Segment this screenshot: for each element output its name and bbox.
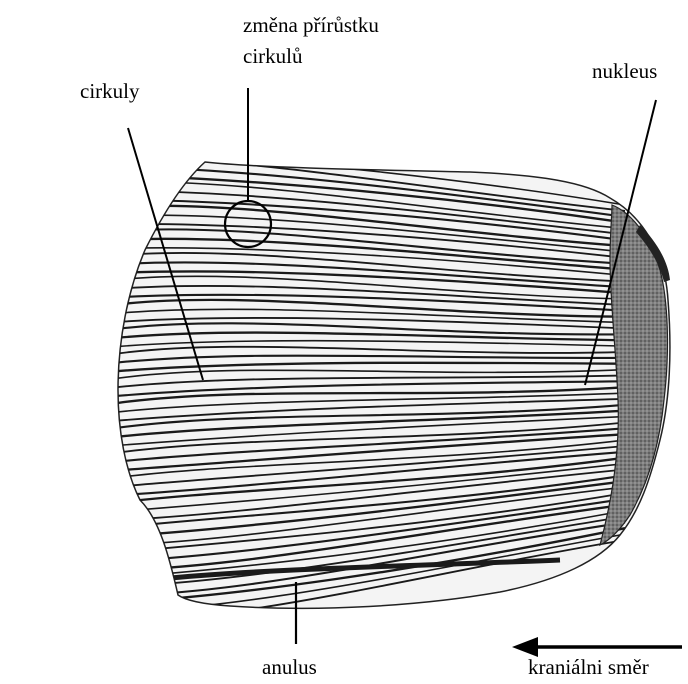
circuli-label: cirkuly (80, 78, 139, 104)
increment-change-label-line2: cirkulů (243, 43, 302, 69)
annulus-label: anulus (262, 654, 317, 680)
increment-change-label-line1: změna přírůstku (243, 12, 379, 38)
cranial-direction-label: kraniálni směr (528, 654, 649, 680)
nucleus-label: nukleus (592, 58, 657, 84)
